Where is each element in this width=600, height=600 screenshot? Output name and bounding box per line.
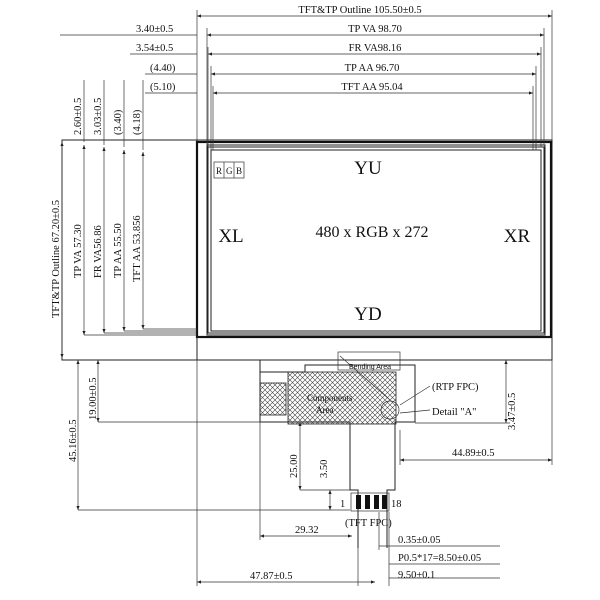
detail-a-label: Detail "A" (432, 407, 476, 418)
xl-label: XL (218, 226, 243, 247)
left-top-offset-lines (83, 80, 144, 150)
fpc-950-dimension: 9.50±0.1 (398, 570, 435, 581)
tft-tp-outline-height: TFT&TP Outline 67.20±0.5 (51, 200, 62, 318)
resolution-label: 480 x RGB x 272 (316, 224, 429, 241)
fpc-2932-dimension: 29.32 (295, 525, 319, 536)
tp-va-height: TP VA 57.30 (73, 224, 84, 278)
panel-outline (61, 139, 553, 361)
bend-19-dimension: 19.00±0.5 (88, 377, 99, 420)
fpc-outline (259, 351, 416, 548)
offset-fr-va: 3.54±0.5 (136, 43, 173, 54)
components-area-line2: Area (316, 405, 334, 415)
rtp-4489-dimension: 44.89±0.5 (452, 448, 495, 459)
tft-aa-width: TFT AA 95.04 (341, 82, 403, 93)
fpc-total-height: 45.16±0.5 (68, 419, 79, 462)
tp-aa-width: TP AA 96.70 (345, 63, 400, 74)
tft-aa-height: TFT AA 53.856 (132, 215, 143, 282)
fr-va-width: FR VA98.16 (349, 43, 402, 54)
xr-label: XR (504, 226, 531, 247)
offset-tp-aa: (4.40) (150, 63, 176, 74)
offset-tp-va: 3.40±0.5 (136, 24, 173, 35)
rgb-pixel-box (213, 161, 245, 179)
top-offset-fr-va: 3.03±0.5 (93, 98, 104, 135)
fpc-4787-dimension: 47.87±0.5 (250, 571, 293, 582)
tft-fpc-connector (350, 492, 390, 512)
lower-dimension-lines (76, 360, 553, 586)
left-height-lines (60, 142, 197, 358)
rgb-g-label: G (226, 166, 233, 176)
rgb-b-label: B (236, 166, 242, 176)
bending-area-label: Bending Area (349, 364, 391, 371)
components-area-line1: Components (307, 393, 353, 403)
leader-lines (339, 355, 431, 414)
tp-va-width: TP VA 98.70 (348, 24, 402, 35)
yu-label: YU (354, 158, 382, 179)
pitch-dimension: P0.5*17=8.50±0.05 (398, 553, 481, 564)
rgb-r-label: R (216, 166, 222, 176)
fpc-25-dimension: 25.00 (289, 454, 300, 478)
top-offset-tft-aa: (4.18) (132, 109, 143, 135)
yd-label: YD (354, 304, 381, 325)
top-dimension-lines (60, 10, 553, 150)
rtp-fpc-label: (RTP FPC) (432, 382, 479, 393)
fpc-350-dimension: 3.50 (319, 460, 330, 478)
pad-035-dimension: 0.35±0.05 (398, 535, 441, 546)
top-offset-tp-aa: (3.40) (113, 109, 124, 135)
fr-va-height: FR VA56.86 (93, 225, 104, 278)
rtp-347-dimension: 3.47±0.5 (507, 393, 518, 430)
tft-fpc-label: (TFT FPC) (345, 518, 392, 529)
top-offset-tp-va: 2.60±0.5 (73, 98, 84, 135)
pin-18-label: 18 (391, 499, 402, 510)
tp-aa-height: TP AA 55.50 (113, 223, 124, 278)
pin-1-label: 1 (340, 499, 345, 510)
tft-tp-outline-width: TFT&TP Outline 105.50±0.5 (298, 5, 421, 16)
offset-tft-aa: (5.10) (150, 82, 176, 93)
